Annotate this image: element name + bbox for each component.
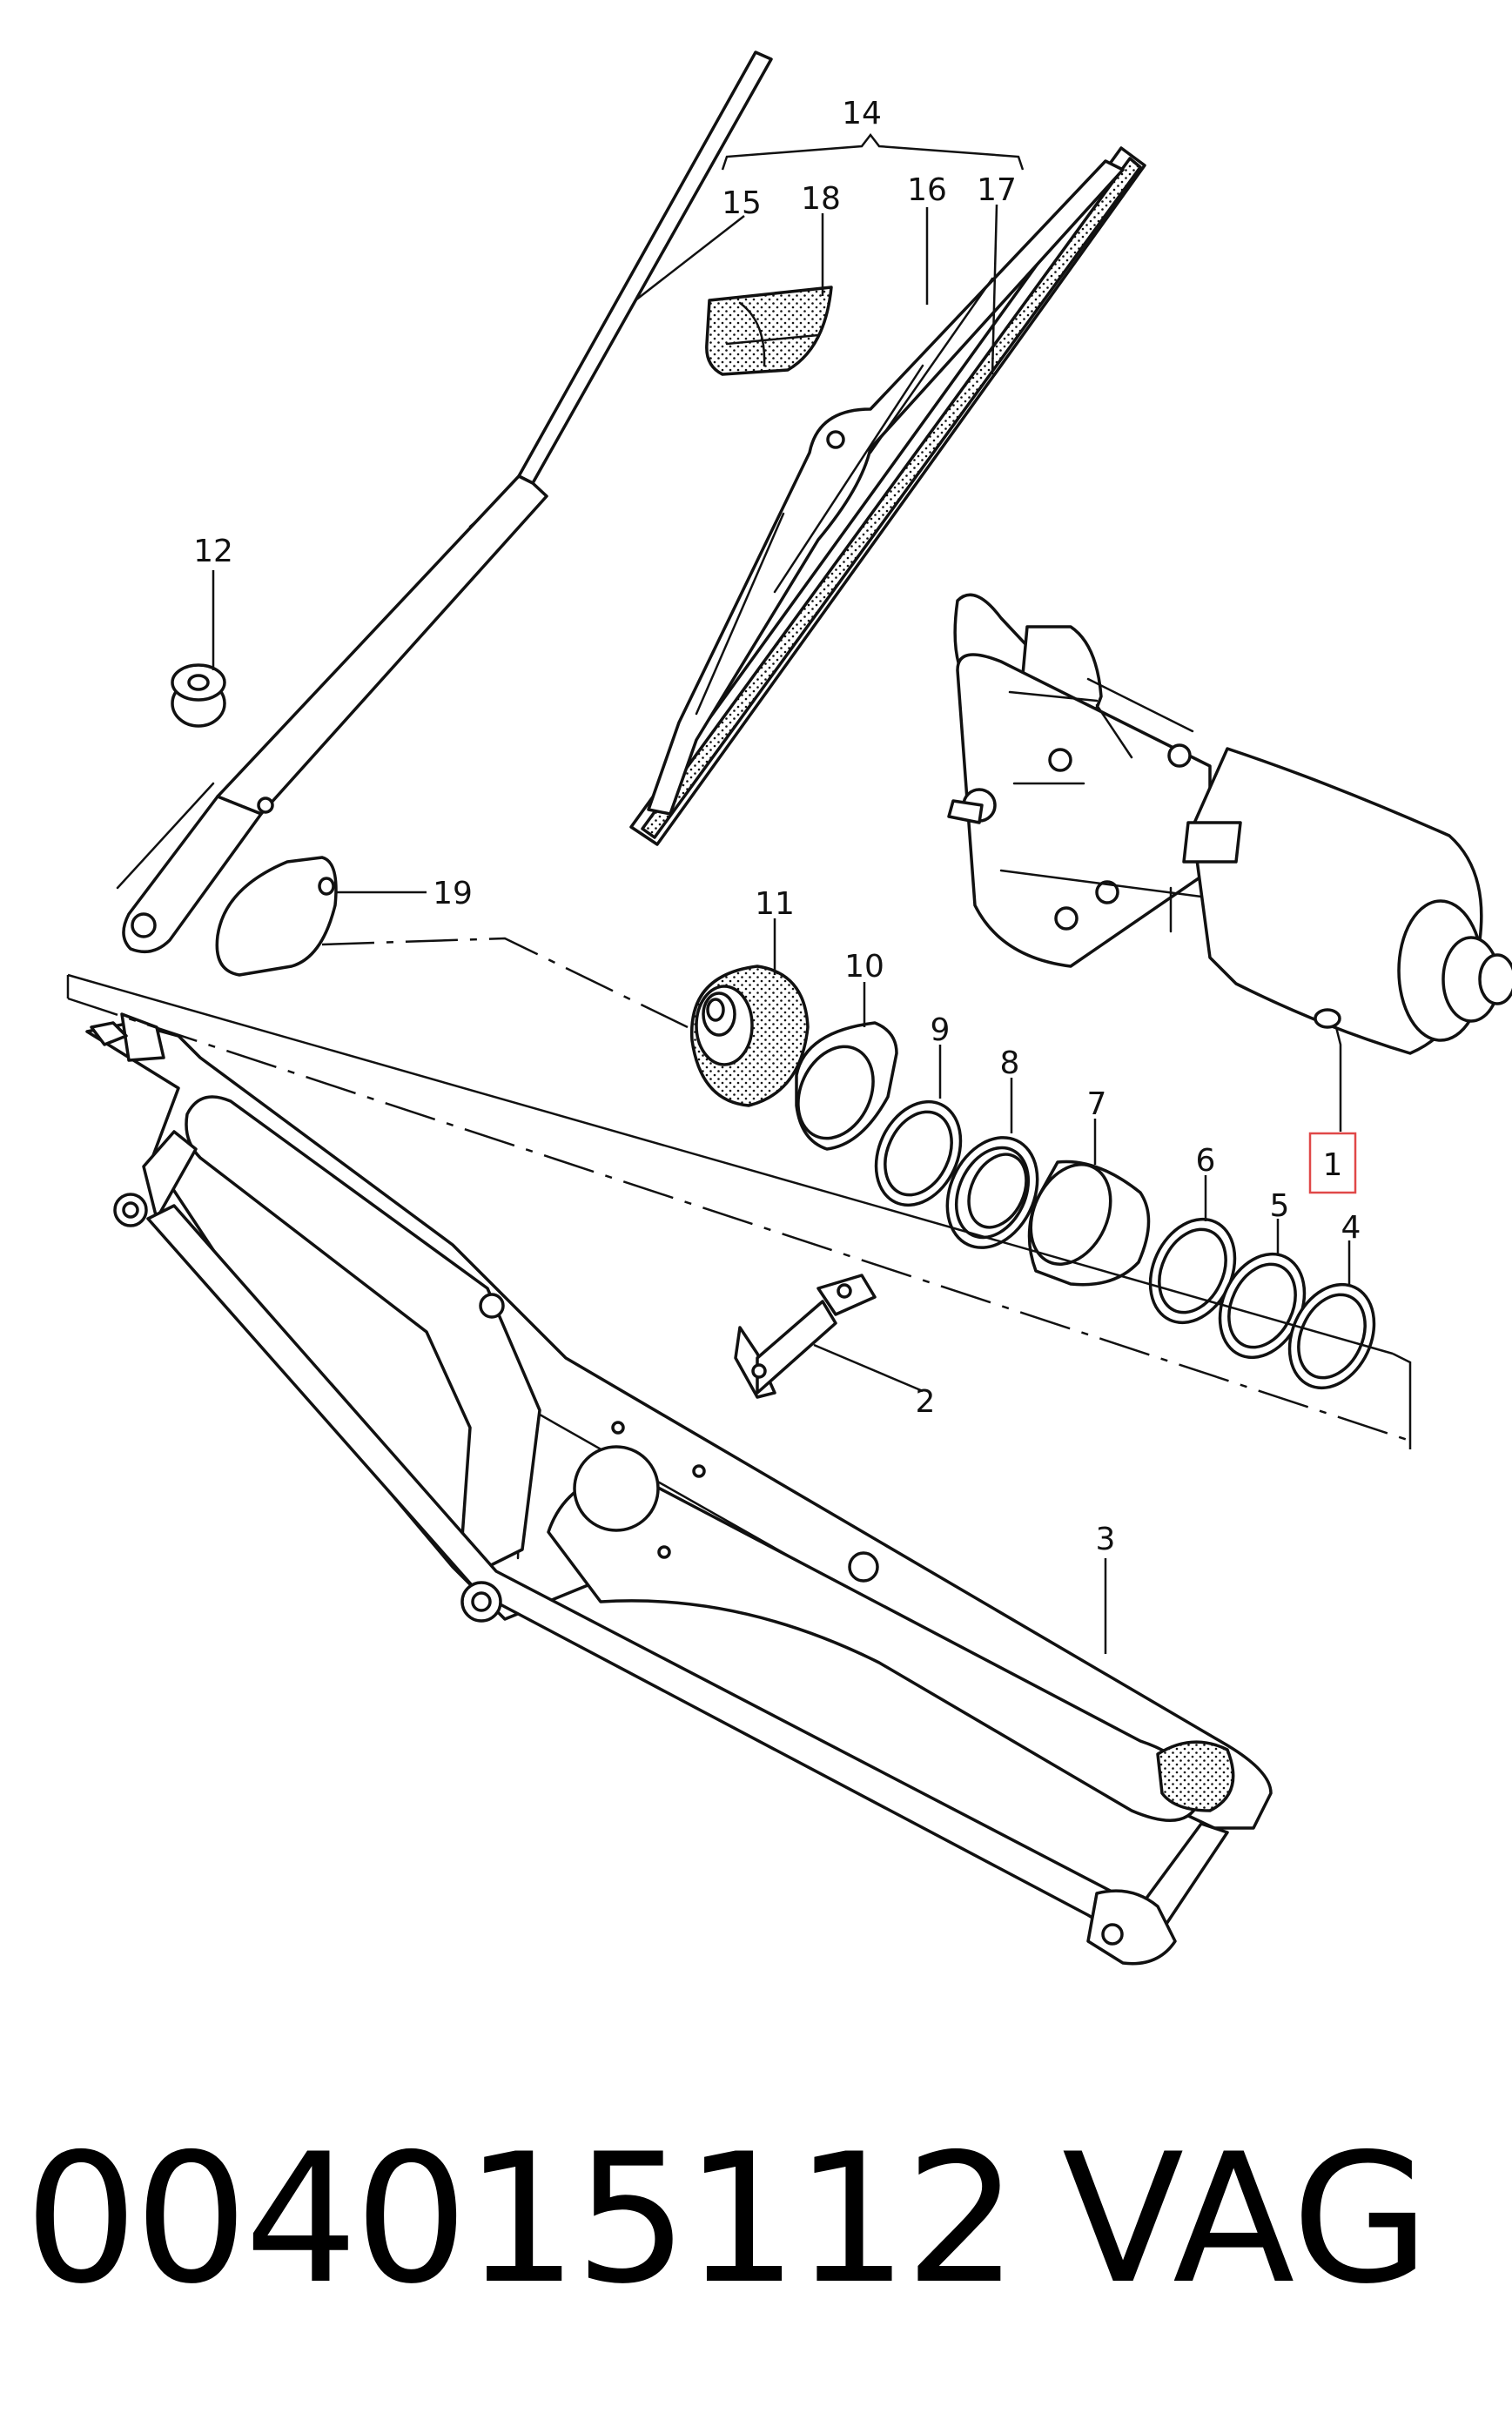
callout-4: 4 (1341, 1210, 1361, 1246)
parts-diagram: 1 2 3 4 5 6 7 8 9 10 11 12 14 15 16 17 1… (66, 50, 1512, 1966)
callout-16: 16 (907, 172, 947, 208)
callout-17: 17 (977, 172, 1017, 208)
ring-6 (1148, 1217, 1237, 1325)
wiper-motor (947, 593, 1512, 1055)
leader-lines (212, 132, 1351, 1654)
callout-7: 7 (1087, 1086, 1107, 1122)
callout-19: 19 (433, 876, 473, 911)
arm-cap (215, 856, 338, 977)
bracket (734, 1274, 877, 1399)
callout-10: 10 (844, 949, 884, 985)
callout-15: 15 (722, 185, 762, 221)
exploded-view-drawing: 1 2 3 4 5 6 7 8 9 10 11 12 14 15 16 17 1… (66, 50, 1512, 1966)
callouts: 1 2 3 4 5 6 7 8 9 10 11 12 14 15 16 17 1… (193, 96, 1361, 1557)
callout-2: 2 (916, 1384, 936, 1420)
callout-14: 14 (842, 96, 882, 131)
alignment-lines (66, 937, 1412, 1449)
washer (874, 1099, 963, 1207)
part-number: 004015112 (24, 2116, 1018, 2323)
callout-8: 8 (1000, 1045, 1020, 1081)
part-caption: 004015112 VAG (0, 2115, 1512, 2342)
seal-ring (795, 1021, 898, 1151)
seal (945, 1136, 1039, 1249)
callout-11: 11 (755, 886, 795, 922)
nut (171, 663, 226, 728)
linkage-frame (85, 1012, 1273, 1966)
ring-5 (1218, 1252, 1307, 1360)
bushing (1027, 1160, 1151, 1287)
callout-9: 9 (931, 1012, 951, 1048)
brand-name: VAG (1062, 2116, 1430, 2323)
wiper-arm (116, 50, 773, 954)
blade-clip (705, 286, 833, 376)
callout-18: 18 (801, 181, 841, 217)
rubber-grommet (690, 965, 810, 1107)
callout-1: 1 (1323, 1147, 1343, 1183)
callout-12: 12 (193, 534, 233, 569)
callout-5: 5 (1270, 1188, 1290, 1224)
callout-6: 6 (1196, 1143, 1216, 1179)
callout-3: 3 (1096, 1522, 1116, 1557)
wiper-blade (629, 146, 1146, 846)
callout-1-highlight-box (1308, 1132, 1357, 1194)
